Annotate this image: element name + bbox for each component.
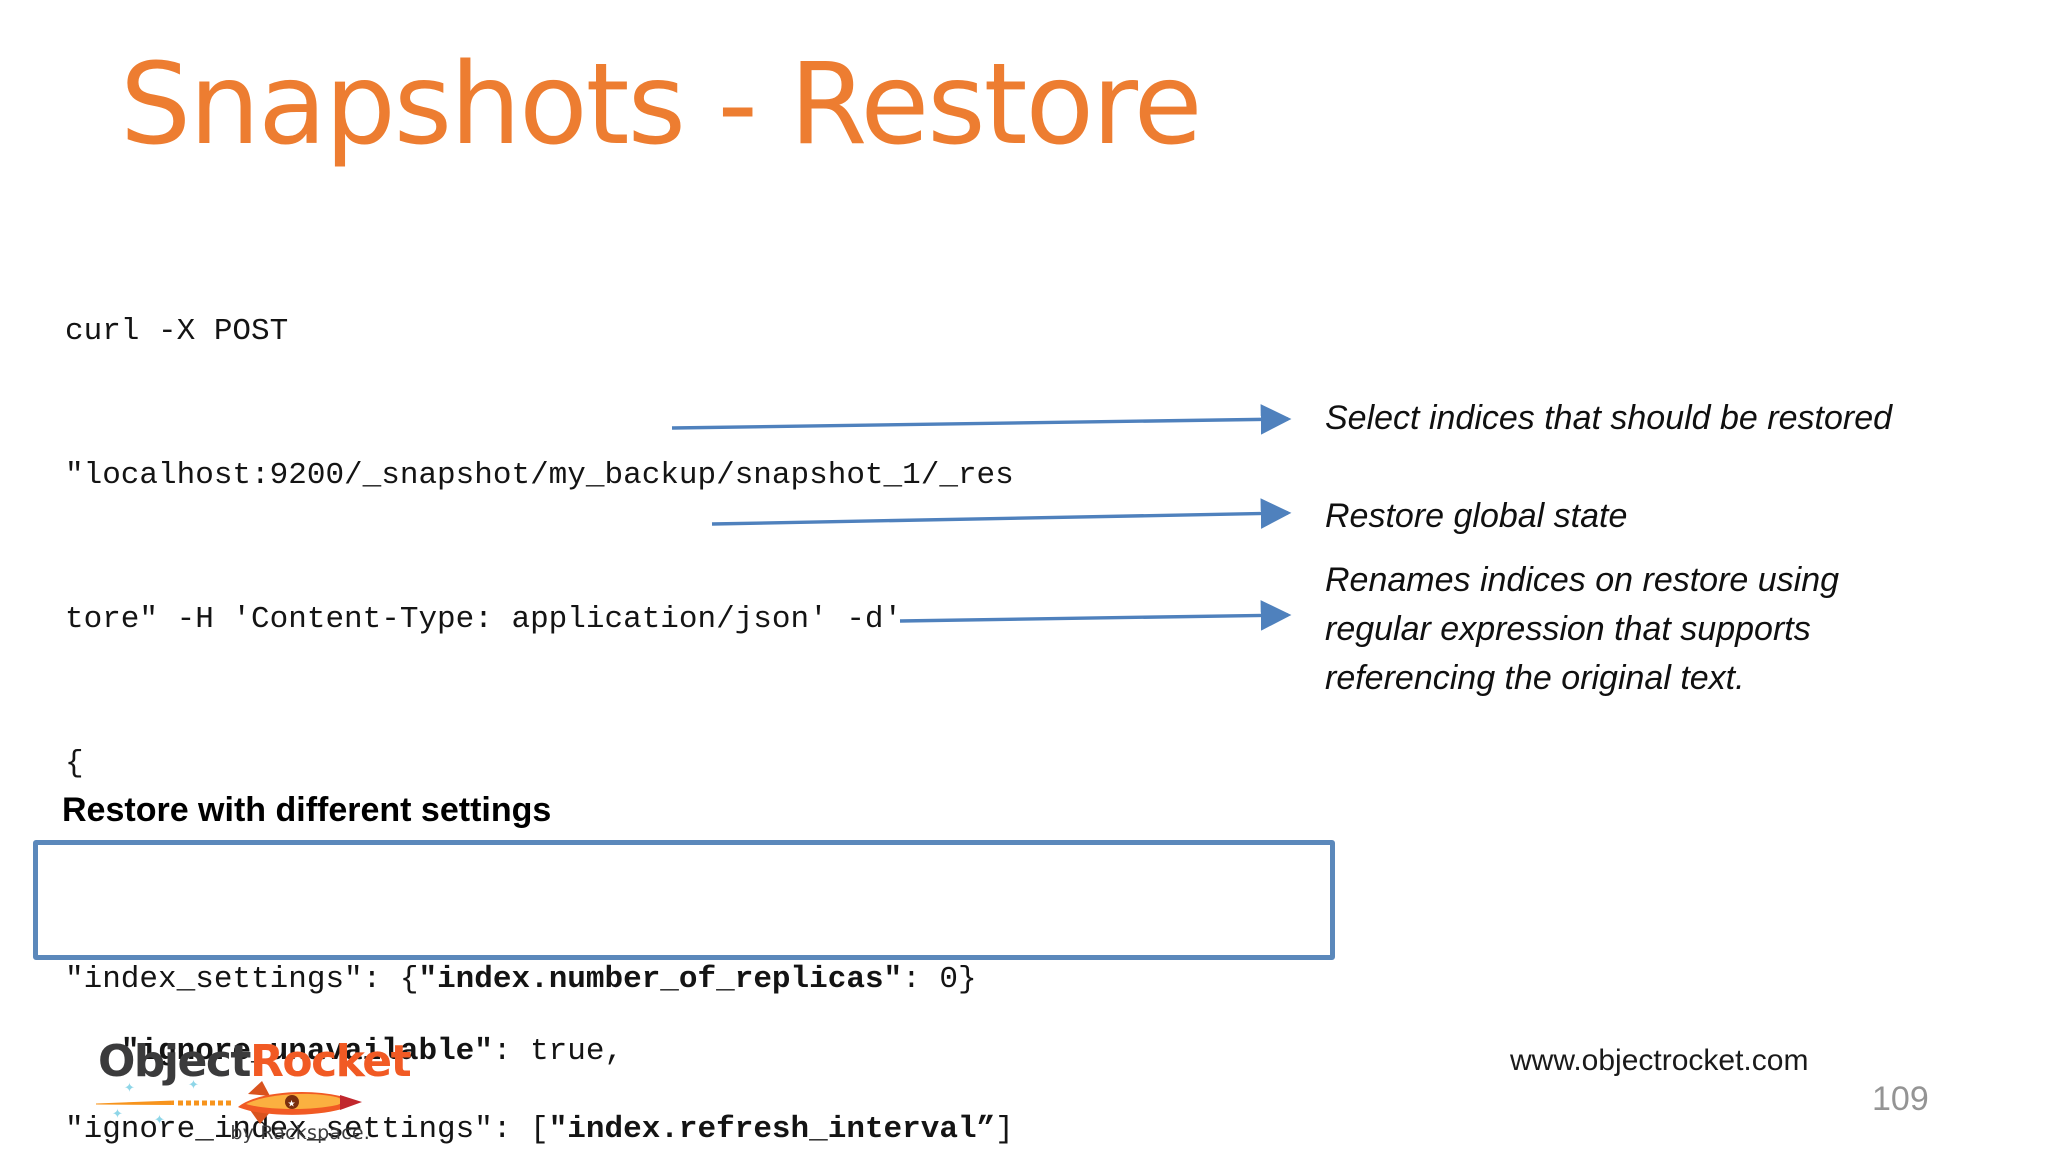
settings-heading: Restore with different settings bbox=[62, 791, 552, 829]
annotation-rename-line2: regular expression that supports bbox=[1325, 610, 1811, 648]
slide-title: Snapshots - Restore bbox=[120, 40, 1203, 170]
svg-text:✦: ✦ bbox=[124, 1081, 135, 1096]
svg-text:✦: ✦ bbox=[112, 1107, 123, 1122]
annotation-rename-line3: referencing the original text. bbox=[1325, 659, 1745, 697]
logo-byline: by Rackspace. bbox=[230, 1122, 370, 1144]
annotation-select-indices: Select indices that should be restored bbox=[1325, 399, 1893, 437]
objectrocket-logo: ObjectRocket ✦✦✦✦ bbox=[96, 1040, 412, 1144]
code-line: "ignore_unavailable": true, bbox=[120, 1034, 624, 1069]
logo-object-text: Object bbox=[98, 1036, 251, 1087]
page-number: 109 bbox=[1872, 1080, 1929, 1118]
objectrocket-logo-text: ObjectRocket bbox=[98, 1040, 412, 1084]
rocket-icon: ✦✦✦✦ ★ bbox=[96, 1080, 362, 1126]
svg-text:★: ★ bbox=[288, 1100, 296, 1110]
settings-code-box: "index_settings": {"index.number_of_repl… bbox=[33, 840, 1335, 1147]
code-line: { bbox=[65, 746, 84, 781]
code-line: curl -X POST bbox=[65, 314, 289, 349]
code-line: "index_settings": {"index.number_of_repl… bbox=[65, 962, 977, 997]
code-line: "localhost:9200/_snapshot/my_backup/snap… bbox=[65, 458, 1014, 493]
svg-text:✦: ✦ bbox=[154, 1113, 165, 1126]
annotation-global-state: Restore global state bbox=[1325, 497, 1628, 535]
annotation-rename: Renames indices on restore using regular… bbox=[1325, 556, 1839, 703]
curl-code-block: curl -X POST "localhost:9200/_snapshot/m… bbox=[65, 212, 1014, 1152]
sparkle-icons: ✦✦✦✦ bbox=[112, 1080, 199, 1126]
code-line: tore" -H 'Content-Type: application/json… bbox=[65, 602, 903, 637]
website-url: www.objectrocket.com bbox=[1510, 1044, 1809, 1077]
settings-code: "index_settings": {"index.number_of_repl… bbox=[65, 855, 1330, 1152]
code-line: "ignore_index_settings": ["index.refresh… bbox=[65, 1112, 1014, 1147]
svg-text:✦: ✦ bbox=[188, 1080, 199, 1093]
annotation-rename-line1: Renames indices on restore using bbox=[1325, 561, 1840, 599]
logo-rocket-text: Rocket bbox=[249, 1036, 412, 1087]
